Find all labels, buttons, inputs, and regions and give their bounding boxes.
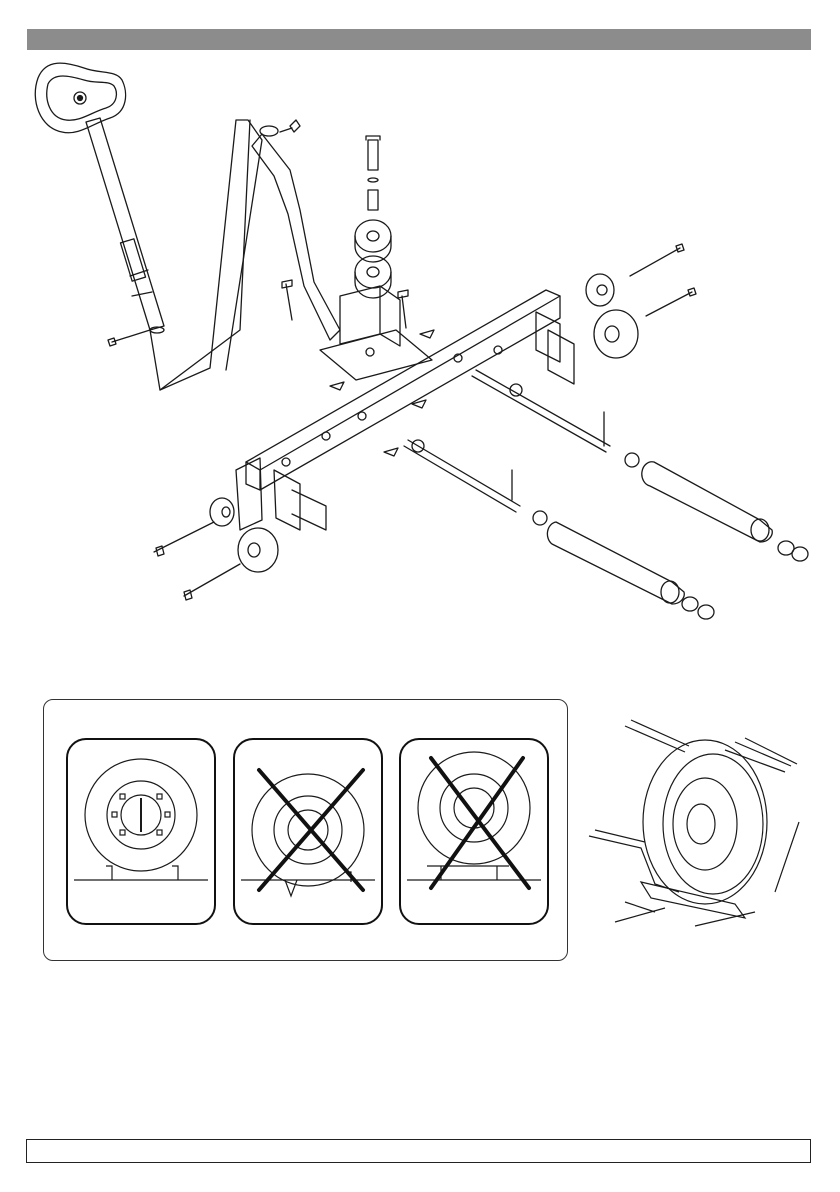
example-incorrect-2 — [399, 738, 549, 925]
footer-box — [26, 1139, 811, 1163]
left-roller-shaft — [408, 440, 520, 506]
cross-icon — [259, 770, 363, 890]
right-roller-shaft — [476, 370, 610, 446]
wheel-dolly-illustration — [585, 712, 815, 942]
right-roller — [642, 462, 772, 542]
pivot-plate — [320, 330, 432, 380]
main-beam — [246, 290, 560, 490]
example-correct — [66, 738, 216, 925]
wheel-on-rollers-icon — [68, 740, 214, 923]
tow-arm — [150, 120, 262, 390]
left-roller — [547, 522, 684, 604]
handle-bolt — [112, 330, 150, 342]
handle-shaft — [86, 118, 164, 330]
wheel-dolly-exploded-diagram — [0, 0, 840, 640]
cross-icon — [431, 758, 529, 888]
example-incorrect-1 — [233, 738, 383, 925]
